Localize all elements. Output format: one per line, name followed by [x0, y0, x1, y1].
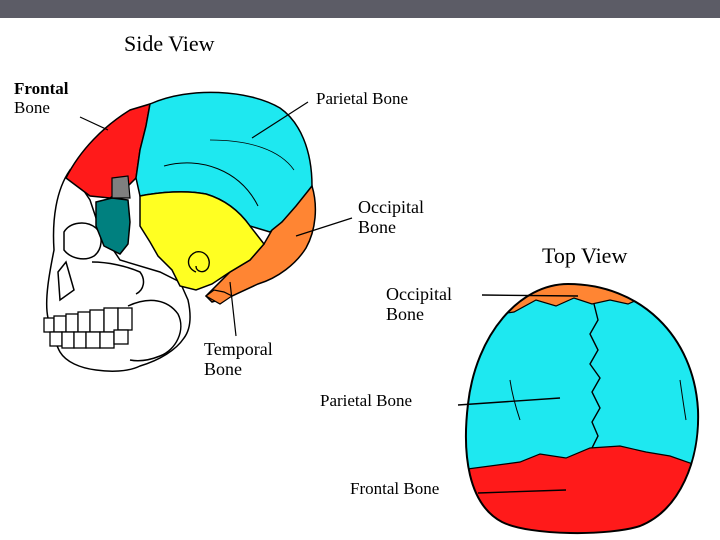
pointer-frontal: [79, 116, 109, 131]
label-occipital-line2: Bone: [358, 216, 396, 237]
label-occipital-line1: Occipital: [358, 197, 424, 217]
frontal-bone-side: [65, 102, 151, 199]
label-top-occipital-line1: Occipital: [386, 284, 452, 304]
label-temporal-line1: Temporal: [204, 339, 273, 359]
side-view-title: Side View: [124, 31, 215, 56]
label-frontal-line1: Frontal: [14, 79, 69, 98]
label-top-occipital-line2: Bone: [386, 303, 424, 324]
ear-canal: [187, 251, 210, 273]
top-bar: [0, 0, 720, 18]
mastoid: [204, 289, 234, 305]
pointer-temporal: [229, 281, 237, 337]
nasal-cavity: [57, 260, 75, 302]
sagittal-suture: [589, 303, 601, 449]
temporal-bone-side: [139, 191, 265, 291]
pointer-top-frontal: [477, 489, 567, 494]
frontal-bone-top: [465, 445, 699, 534]
parietal-ridge-right: [679, 379, 687, 421]
teeth: [43, 307, 133, 349]
label-occipital-bone-top: Occipital Bone: [386, 284, 452, 325]
pointer-occipital: [295, 217, 353, 237]
small-gray-bone: [111, 175, 131, 199]
label-frontal-bone-top: Frontal Bone: [350, 479, 440, 498]
pointer-top-occipital: [481, 294, 579, 297]
jaw: [127, 299, 182, 362]
label-parietal-bone-top: Parietal Bone: [320, 391, 413, 410]
label-temporal-line2: Bone: [204, 358, 242, 379]
top-skull-outline: [465, 282, 700, 535]
parietal-suture-upper: [209, 139, 295, 171]
pointer-parietal: [251, 101, 309, 139]
cheekbone: [91, 261, 145, 295]
label-frontal-bone-side: Frontal Bone: [14, 79, 69, 117]
parietal-suture: [163, 162, 259, 207]
label-parietal-bone-side: Parietal Bone: [316, 89, 409, 108]
label-frontal-line2: Bone: [14, 97, 50, 117]
pointer-top-parietal: [457, 397, 561, 406]
eye-orbit: [63, 222, 102, 260]
side-view-skull: [43, 91, 353, 372]
label-occipital-bone-side: Occipital Bone: [358, 197, 424, 238]
label-temporal-bone-side: Temporal Bone: [204, 339, 273, 380]
sphenoid-bone: [95, 197, 131, 255]
top-view-title: Top View: [542, 243, 628, 268]
top-view-skull: [457, 282, 700, 535]
